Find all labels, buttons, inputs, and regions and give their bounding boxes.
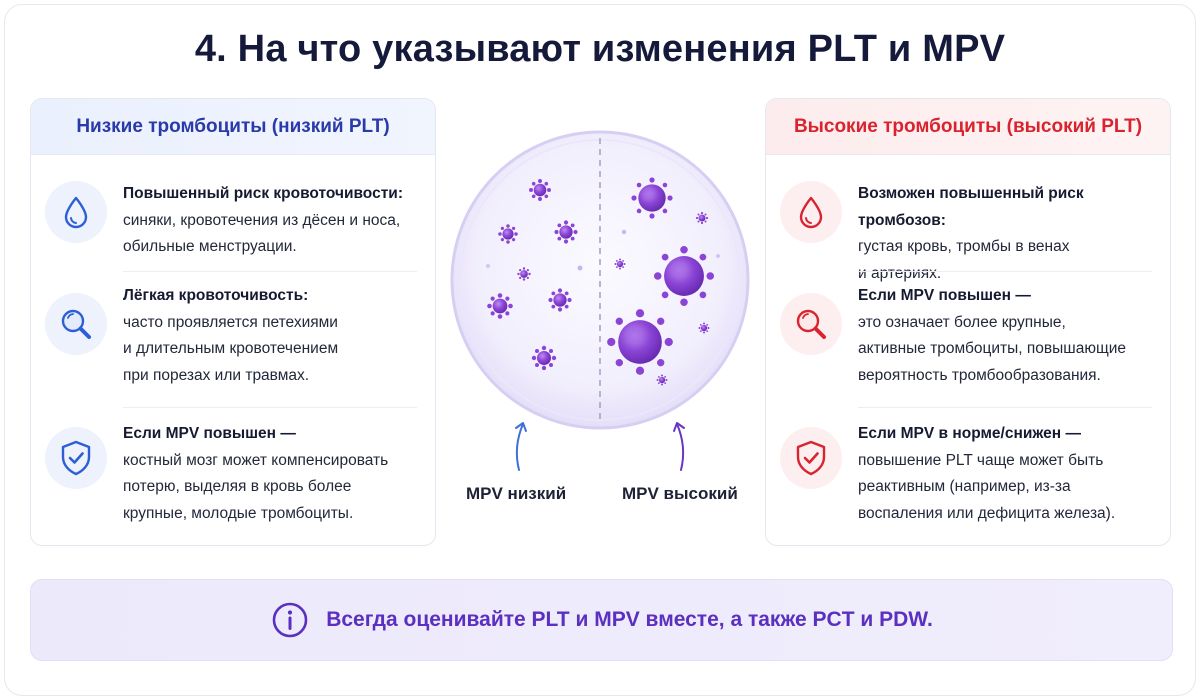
high-plt-panel: Высокие тромбоциты (высокий PLT) Возможе… <box>765 98 1171 546</box>
high-plt-header: Высокие тромбоциты (высокий PLT) <box>766 99 1170 155</box>
drop-icon <box>45 181 107 243</box>
divider <box>123 407 417 408</box>
petri-dish-illustration <box>448 128 752 432</box>
arrow-up-low-icon <box>515 422 527 471</box>
item-heading: Повышенный риск кровоточивости: <box>123 185 403 202</box>
shield-check-icon <box>780 427 842 489</box>
info-icon <box>272 602 308 638</box>
item-heading: Если MPV повышен — <box>858 287 1031 304</box>
divider <box>858 271 1152 272</box>
item-text: синяки, кровотечения из дёсен и носа, об… <box>123 211 401 256</box>
low-plt-header: Низкие тромбоциты (низкий PLT) <box>31 99 435 155</box>
item-text: густая кровь, тромбы в венах и артериях. <box>858 238 1070 282</box>
item-heading: Если MPV повышен — <box>123 425 296 442</box>
item-heading: Возможен повышенный риск тромбозов: <box>858 185 1084 229</box>
mpv-low-label: MPV низкий <box>466 484 567 503</box>
drop-icon <box>780 181 842 243</box>
shield-check-icon <box>45 427 107 489</box>
magnifier-icon <box>780 293 842 355</box>
divider <box>858 407 1152 408</box>
petri-dish <box>450 130 750 430</box>
item-heading: Если MPV в норме/снижен — <box>858 425 1081 442</box>
banner-text: Всегда оценивайте PLT и MPV вместе, а та… <box>326 608 933 631</box>
magnifier-icon <box>45 293 107 355</box>
arrow-up-high-icon <box>673 422 685 471</box>
mpv-high-label: MPV высокий <box>622 484 738 503</box>
low-plt-panel: Низкие тромбоциты (низкий PLT) Повышенны… <box>30 98 436 546</box>
item-text: часто проявляется петехиями и длительным… <box>123 313 339 384</box>
item-heading: Лёгкая кровоточивость: <box>123 287 309 304</box>
page-title: 4. На что указывают изменения PLT и MPV <box>194 28 1006 70</box>
info-banner: Всегда оценивайте PLT и MPV вместе, а та… <box>30 579 1173 661</box>
item-text: это означает более крупные, активные тро… <box>858 313 1127 384</box>
item-text: костный мозг может компенсировать потерю… <box>123 451 389 522</box>
item-text: повышение PLT чаще может быть реактивным… <box>858 451 1116 522</box>
divider <box>123 271 417 272</box>
